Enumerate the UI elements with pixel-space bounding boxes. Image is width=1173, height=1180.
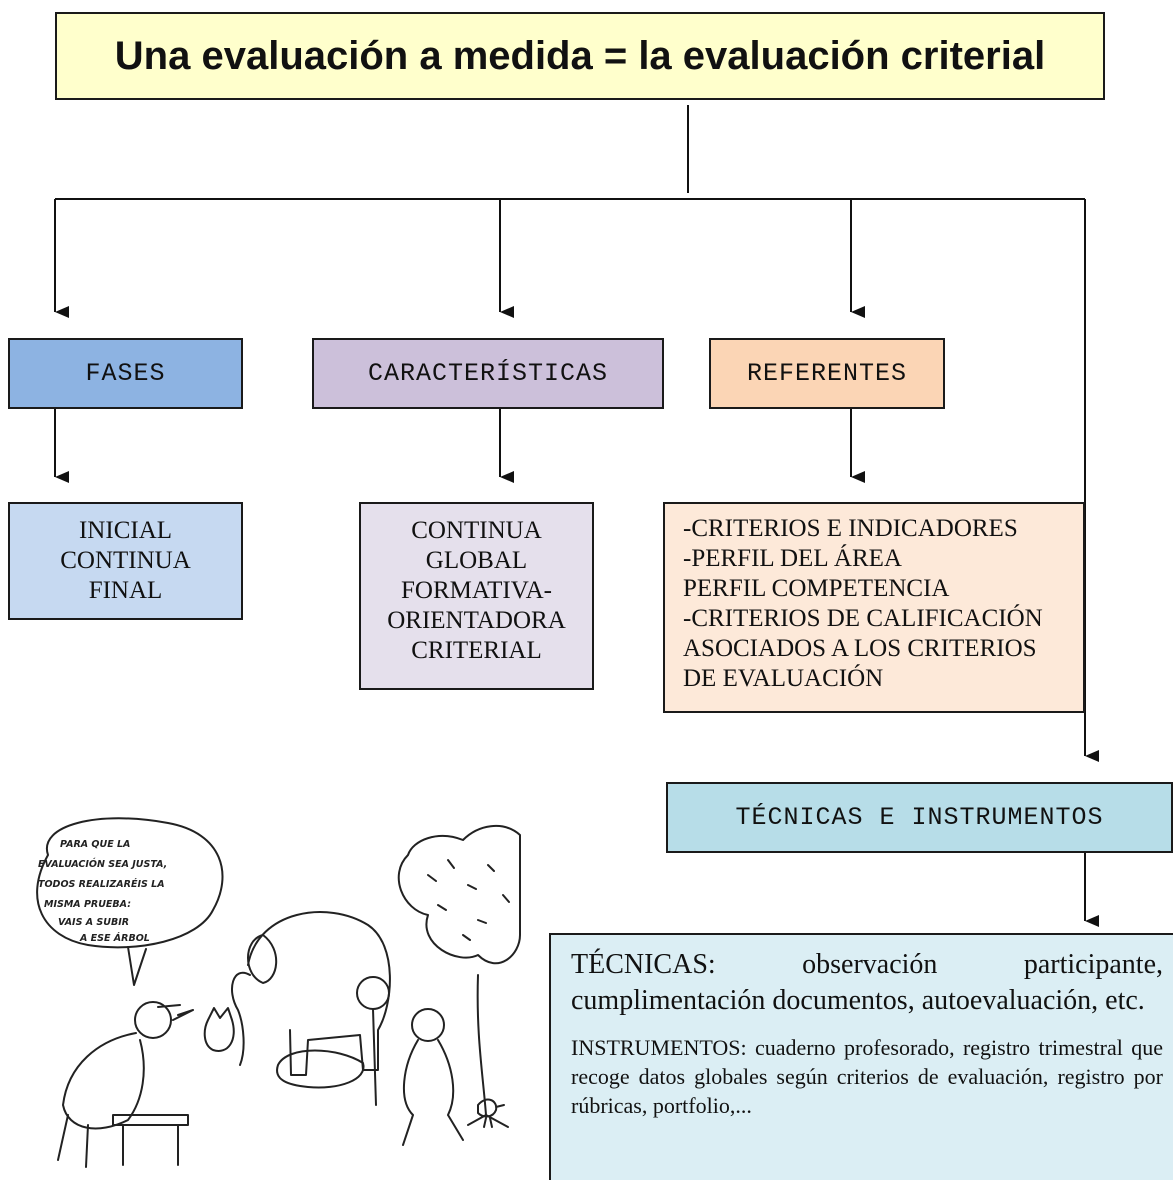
cat <box>203 1007 235 1052</box>
list-item: GLOBAL <box>425 547 528 574</box>
list-item: INICIAL <box>78 517 173 544</box>
caracteristicas-header: CARACTERÍSTICAS <box>312 338 664 409</box>
teacher-legs <box>57 1114 89 1168</box>
speech-line: VAIS A SUBIR <box>58 917 129 928</box>
speech-line: EVALUACIÓN SEA JUSTA, <box>38 858 167 870</box>
teacher-desk <box>112 1114 189 1166</box>
elephant-body <box>247 911 391 1076</box>
bird <box>477 1098 505 1128</box>
tree-canopy <box>397 824 521 965</box>
monkey-head <box>411 1008 445 1042</box>
teacher-pointing-arm-top <box>157 1004 194 1021</box>
referentes-content: -CRITERIOS E INDICADORES -PERFIL DEL ÁRE… <box>663 502 1085 713</box>
speech-line: TODOS REALIZARÉIS LA <box>38 878 165 890</box>
tecnicas-label: TÉCNICAS: <box>571 949 716 980</box>
fases-header: FASES <box>8 338 243 409</box>
diagram-title: Una evaluación a medida = la evaluación … <box>55 12 1105 100</box>
tecnicas-text: observación participante, cumplimentació… <box>571 949 1163 1016</box>
tree-leaves <box>427 859 510 941</box>
list-item: CONTINUA <box>60 547 191 574</box>
speech-bubble-tail <box>127 946 147 986</box>
tecnicas-header: TÉCNICAS E INSTRUMENTOS <box>666 782 1173 853</box>
dog <box>276 1049 365 1089</box>
instrumentos-paragraph: INSTRUMENTOS: cuaderno profesorado, regi… <box>571 1033 1163 1120</box>
list-item: PERFIL COMPETENCIA <box>683 575 950 602</box>
cartoon-illustration: PARA QUE LA EVALUACIÓN SEA JUSTA, TODOS … <box>36 817 521 1168</box>
elephant-trunk <box>231 971 251 1066</box>
list-item: -PERFIL DEL ÁREA <box>683 545 902 572</box>
tecnicas-paragraph: TÉCNICAS: observación participante, cump… <box>571 947 1163 1019</box>
speech-line: MISMA PRUEBA: <box>44 899 131 910</box>
speech-text: PARA QUE LA EVALUACIÓN SEA JUSTA, TODOS … <box>38 839 167 944</box>
teacher-body <box>62 1032 145 1130</box>
list-item: DE EVALUACIÓN <box>683 665 884 692</box>
list-item: FORMATIVA- <box>401 577 552 604</box>
speech-line: PARA QUE LA <box>60 839 130 850</box>
fases-content: INICIAL CONTINUA FINAL <box>8 502 243 620</box>
list-item: ORIENTADORA <box>387 607 566 634</box>
instrumentos-text: cuaderno profesorado, registro trimestra… <box>571 1035 1163 1118</box>
instrumentos-label: INSTRUMENTOS: <box>571 1035 747 1060</box>
monkey-body <box>402 1039 464 1146</box>
tecnicas-content: TÉCNICAS: observación participante, cump… <box>549 933 1173 1180</box>
list-item: -CRITERIOS DE CALIFICACIÓN <box>683 605 1043 632</box>
fishbowl-stand <box>372 1008 377 1106</box>
speech-line: A ESE ÁRBOL <box>79 932 150 944</box>
list-item: CRITERIAL <box>411 637 542 664</box>
speech-bubble <box>36 817 224 949</box>
elephant-ear <box>247 934 278 984</box>
referentes-header: REFERENTES <box>709 338 945 409</box>
fishbowl <box>356 976 390 1010</box>
list-item: FINAL <box>88 577 163 604</box>
list-item: ASOCIADOS A LOS CRITERIOS <box>683 635 1037 662</box>
list-item: -CRITERIOS E INDICADORES <box>683 515 1018 542</box>
tree-trunk <box>467 974 509 1128</box>
caracteristicas-content: CONTINUA GLOBAL FORMATIVA- ORIENTADORA C… <box>359 502 594 690</box>
list-item: CONTINUA <box>411 517 542 544</box>
teacher-head <box>134 1001 172 1039</box>
